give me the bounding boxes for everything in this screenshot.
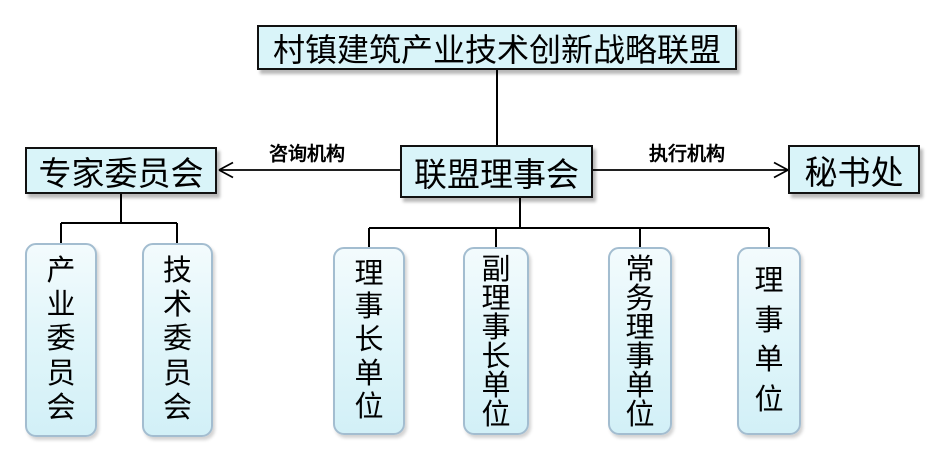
node-technology-committee: 技术委员会 <box>142 243 213 437</box>
vertical-char: 事 <box>754 304 784 337</box>
left-arrowhead <box>218 161 234 179</box>
vertical-char: 理 <box>481 283 511 315</box>
node-secretariat: 秘书处 <box>788 145 920 194</box>
vertical-char: 会 <box>46 391 76 424</box>
right-arrowhead <box>773 161 789 179</box>
vertical-char: 务 <box>625 283 655 315</box>
node-label: 常务理事单位 <box>610 249 670 433</box>
vertical-char: 技 <box>162 255 192 288</box>
vertical-char: 长 <box>481 341 511 373</box>
vertical-char: 会 <box>162 391 192 424</box>
vertical-char: 委 <box>162 323 192 356</box>
node-council: 联盟理事会 <box>400 145 593 198</box>
node-label: 副理事长单位 <box>465 249 527 433</box>
node-label: 产业委员会 <box>27 245 95 435</box>
vertical-char: 事 <box>625 341 655 373</box>
node-label: 理事长单位 <box>335 249 403 433</box>
node-chairman-unit: 理事长单位 <box>333 247 405 435</box>
vertical-char: 单 <box>754 344 784 377</box>
vertical-char: 员 <box>162 357 192 390</box>
vertical-char: 理 <box>354 258 384 291</box>
node-industry-committee: 产业委员会 <box>25 243 97 437</box>
node-standing-director-unit: 常务理事单位 <box>608 247 672 435</box>
vertical-char: 事 <box>481 312 511 344</box>
node-label: 技术委员会 <box>144 245 211 435</box>
vertical-char: 单 <box>625 370 655 402</box>
vertical-char: 副 <box>481 254 511 286</box>
node-expert-committee: 专家委员会 <box>25 147 217 194</box>
vertical-char: 位 <box>625 399 655 431</box>
vertical-char: 理 <box>625 312 655 344</box>
vertical-char: 位 <box>754 384 784 417</box>
vertical-char: 业 <box>46 289 76 322</box>
node-label: 理事单位 <box>739 249 799 433</box>
vertical-char: 位 <box>481 399 511 431</box>
vertical-char: 员 <box>46 357 76 390</box>
vertical-char: 位 <box>354 390 384 423</box>
vertical-char: 理 <box>754 264 784 297</box>
vertical-char: 长 <box>354 324 384 357</box>
vertical-char: 术 <box>162 289 192 322</box>
vertical-char: 单 <box>354 357 384 390</box>
vertical-char: 事 <box>354 291 384 324</box>
consult-arrow-label: 咨询机构 <box>268 144 345 165</box>
node-director-unit: 理事单位 <box>737 247 801 435</box>
vertical-char: 产 <box>46 255 76 288</box>
node-alliance-title: 村镇建筑产业技术创新战略联盟 <box>257 25 737 70</box>
vertical-char: 委 <box>46 323 76 356</box>
execute-arrow-label: 执行机构 <box>648 144 725 165</box>
node-vice-chairman-unit: 副理事长单位 <box>463 247 529 435</box>
vertical-char: 常 <box>625 254 655 286</box>
vertical-char: 单 <box>481 370 511 402</box>
